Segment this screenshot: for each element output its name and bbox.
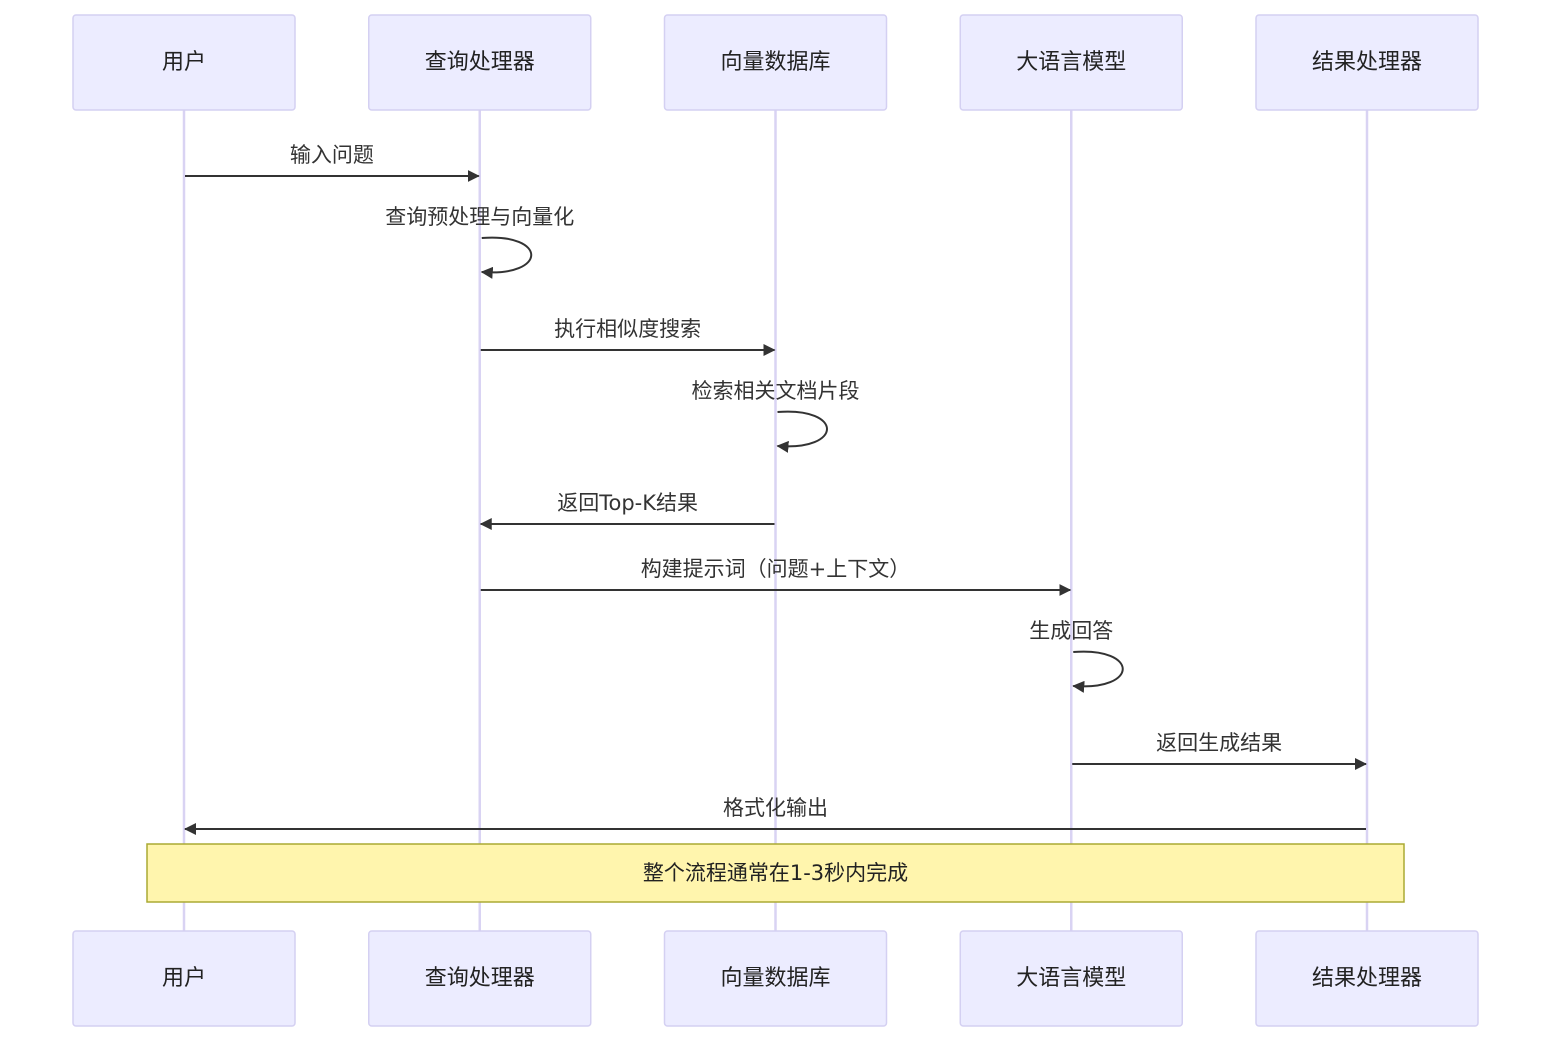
- message-label: 构建提示词（问题+上下文）: [641, 557, 911, 581]
- actor-box: [959, 930, 1183, 1027]
- message-7: 生成回答: [1029, 619, 1124, 693]
- message-label: 生成回答: [1029, 619, 1113, 643]
- actor-label: 大语言模型: [1016, 966, 1126, 991]
- message-label: 输入问题: [290, 143, 374, 167]
- actor-box: [959, 14, 1183, 111]
- actor-box: [72, 930, 296, 1027]
- message-1: 输入问题: [185, 143, 480, 182]
- actor-vectordb-top: 向量数据库: [663, 14, 888, 111]
- message-3: 执行相似度搜索: [480, 317, 776, 356]
- note: 整个流程通常在1-3秒内完成: [146, 843, 1405, 903]
- actor-query-top: 查询处理器: [368, 14, 592, 111]
- actor-llm-bottom: 大语言模型: [959, 930, 1183, 1027]
- message-label: 格式化输出: [723, 796, 828, 820]
- message-label: 返回Top-K结果: [557, 491, 698, 515]
- actor-box: [1255, 14, 1479, 111]
- actor-label: 结果处理器: [1312, 966, 1422, 991]
- actor-label: 查询处理器: [425, 966, 535, 991]
- note-label: 整个流程通常在1-3秒内完成: [643, 861, 908, 885]
- self-message-arrow: [776, 410, 828, 453]
- actor-label: 向量数据库: [720, 966, 830, 991]
- message-8: 返回生成结果: [1072, 731, 1367, 770]
- actor-user-top: 用户: [72, 14, 296, 111]
- actor-label: 查询处理器: [425, 50, 535, 75]
- message-9: 格式化输出: [184, 796, 1366, 835]
- actor-box: [663, 14, 888, 111]
- actor-llm-top: 大语言模型: [959, 14, 1183, 111]
- actor-result-bottom: 结果处理器: [1255, 930, 1479, 1027]
- actor-box: [368, 930, 592, 1027]
- message-4: 检索相关文档片段: [692, 379, 860, 453]
- actor-label: 用户: [162, 966, 206, 991]
- self-message-arrow: [1072, 650, 1124, 693]
- actor-result-top: 结果处理器: [1255, 14, 1479, 111]
- actor-user-bottom: 用户: [72, 930, 296, 1027]
- self-message-arrow: [480, 236, 533, 279]
- message-label: 返回生成结果: [1156, 731, 1282, 755]
- message-label: 执行相似度搜索: [554, 317, 701, 341]
- note-box: [146, 843, 1405, 903]
- actor-vectordb-bottom: 向量数据库: [663, 930, 888, 1027]
- actor-box: [663, 930, 888, 1027]
- actor-label: 结果处理器: [1312, 50, 1422, 75]
- message-6: 构建提示词（问题+上下文）: [480, 557, 1072, 596]
- actor-query-bottom: 查询处理器: [368, 930, 592, 1027]
- actor-box: [1255, 930, 1479, 1027]
- message-2: 查询预处理与向量化: [385, 205, 574, 279]
- actor-box: [368, 14, 592, 111]
- actor-label: 向量数据库: [720, 50, 830, 75]
- message-5: 返回Top-K结果: [479, 491, 775, 530]
- actor-box: [72, 14, 296, 111]
- message-label: 检索相关文档片段: [692, 379, 860, 403]
- message-label: 查询预处理与向量化: [385, 205, 574, 229]
- actor-label: 用户: [162, 50, 206, 75]
- actor-label: 大语言模型: [1016, 50, 1126, 75]
